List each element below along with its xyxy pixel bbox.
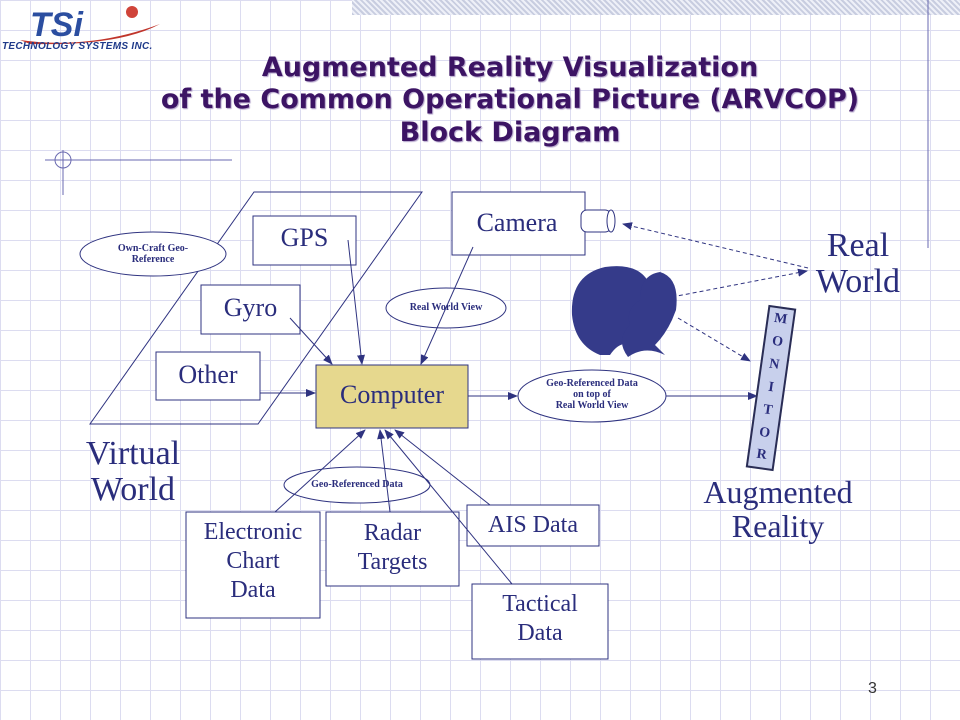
virtual-world-line: World xyxy=(90,470,176,508)
own-craft-ellipse xyxy=(79,231,227,277)
radar-box xyxy=(325,511,460,587)
tsi-logo: TSi xyxy=(20,6,160,45)
ec-line: Data xyxy=(230,576,276,603)
crosshair-decoration xyxy=(45,0,929,248)
tactical-box xyxy=(471,583,609,660)
monitor-letter: R xyxy=(755,447,768,464)
virtual-world-line: Virtual xyxy=(85,435,181,472)
computer-box xyxy=(315,364,469,429)
tactical-line: Tactical xyxy=(502,591,578,617)
monitor-letter: M xyxy=(773,311,789,328)
gps-box xyxy=(252,215,357,266)
monitor-letter: N xyxy=(768,356,781,373)
company-name: TECHNOLOGY SYSTEMS INC. xyxy=(2,41,153,52)
real-world-line: World xyxy=(815,262,901,300)
faces-icon xyxy=(571,266,677,357)
gyro-label: Gyro xyxy=(223,293,278,322)
monitor-letter: O xyxy=(770,334,784,351)
real-world-view-label: Real World View xyxy=(409,302,483,313)
page-number: 3 xyxy=(868,680,877,697)
header-pattern-strip xyxy=(352,0,960,15)
ais-label: AIS Data xyxy=(488,512,578,538)
monitor-letter: O xyxy=(758,424,772,441)
geo-referenced-label: Geo-Referenced Data xyxy=(311,479,403,490)
geo-on-top-line: on top of xyxy=(573,389,611,400)
ais-box xyxy=(466,504,600,547)
electronic-chart-box xyxy=(185,511,321,619)
augmented-reality-line: Augmented xyxy=(703,474,853,510)
radar-line: Targets xyxy=(357,548,428,575)
gps-label: GPS xyxy=(280,223,329,252)
camera-box xyxy=(451,191,586,256)
computer-label: Computer xyxy=(340,380,444,409)
arrows xyxy=(260,222,809,585)
ec-line: Chart xyxy=(226,547,280,574)
slide-title: Augmented Reality Visualization of the C… xyxy=(100,52,920,149)
title-line: of the Common Operational Picture (ARVCO… xyxy=(160,84,860,116)
own-craft-line: Reference xyxy=(131,254,175,265)
title-line: Augmented Reality Visualization xyxy=(261,52,759,83)
monitor-letter: T xyxy=(762,402,774,419)
svg-text:TSi: TSi xyxy=(30,6,84,44)
title-line: Block Diagram xyxy=(399,116,621,148)
other-box xyxy=(155,351,261,401)
gyro-box xyxy=(200,284,301,335)
own-craft-line: Own-Craft Geo- xyxy=(117,243,189,254)
camera-label: Camera xyxy=(476,208,558,237)
ec-line: Electronic xyxy=(203,519,303,545)
geo-on-top-line: Geo-Referenced Data xyxy=(546,378,638,389)
radar-line: Radar xyxy=(363,520,422,546)
augmented-reality-line: Reality xyxy=(731,507,825,544)
monitor-letter: I xyxy=(767,379,775,396)
tactical-line: Data xyxy=(517,619,563,646)
other-label: Other xyxy=(178,360,238,389)
geo-on-top-line: Real World View xyxy=(555,400,629,411)
real-world-line: Real xyxy=(826,227,890,264)
